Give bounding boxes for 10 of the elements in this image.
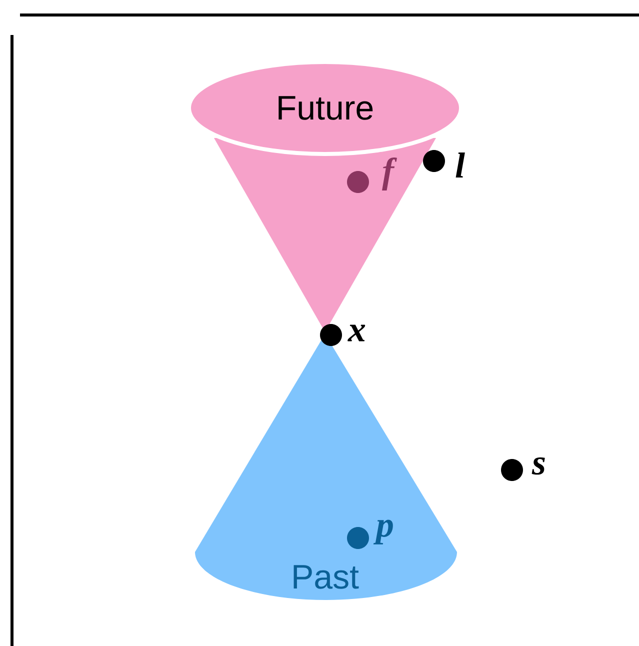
point-dot (501, 459, 523, 481)
point-label: p (373, 520, 393, 544)
point-label: l (456, 152, 465, 178)
point-dot (320, 324, 342, 346)
point-label: s (532, 457, 545, 475)
point-dot (423, 150, 445, 172)
point-label: f (382, 158, 397, 191)
node-label: Future (278, 96, 373, 120)
point-dot (347, 527, 369, 549)
point-dot (347, 171, 369, 193)
